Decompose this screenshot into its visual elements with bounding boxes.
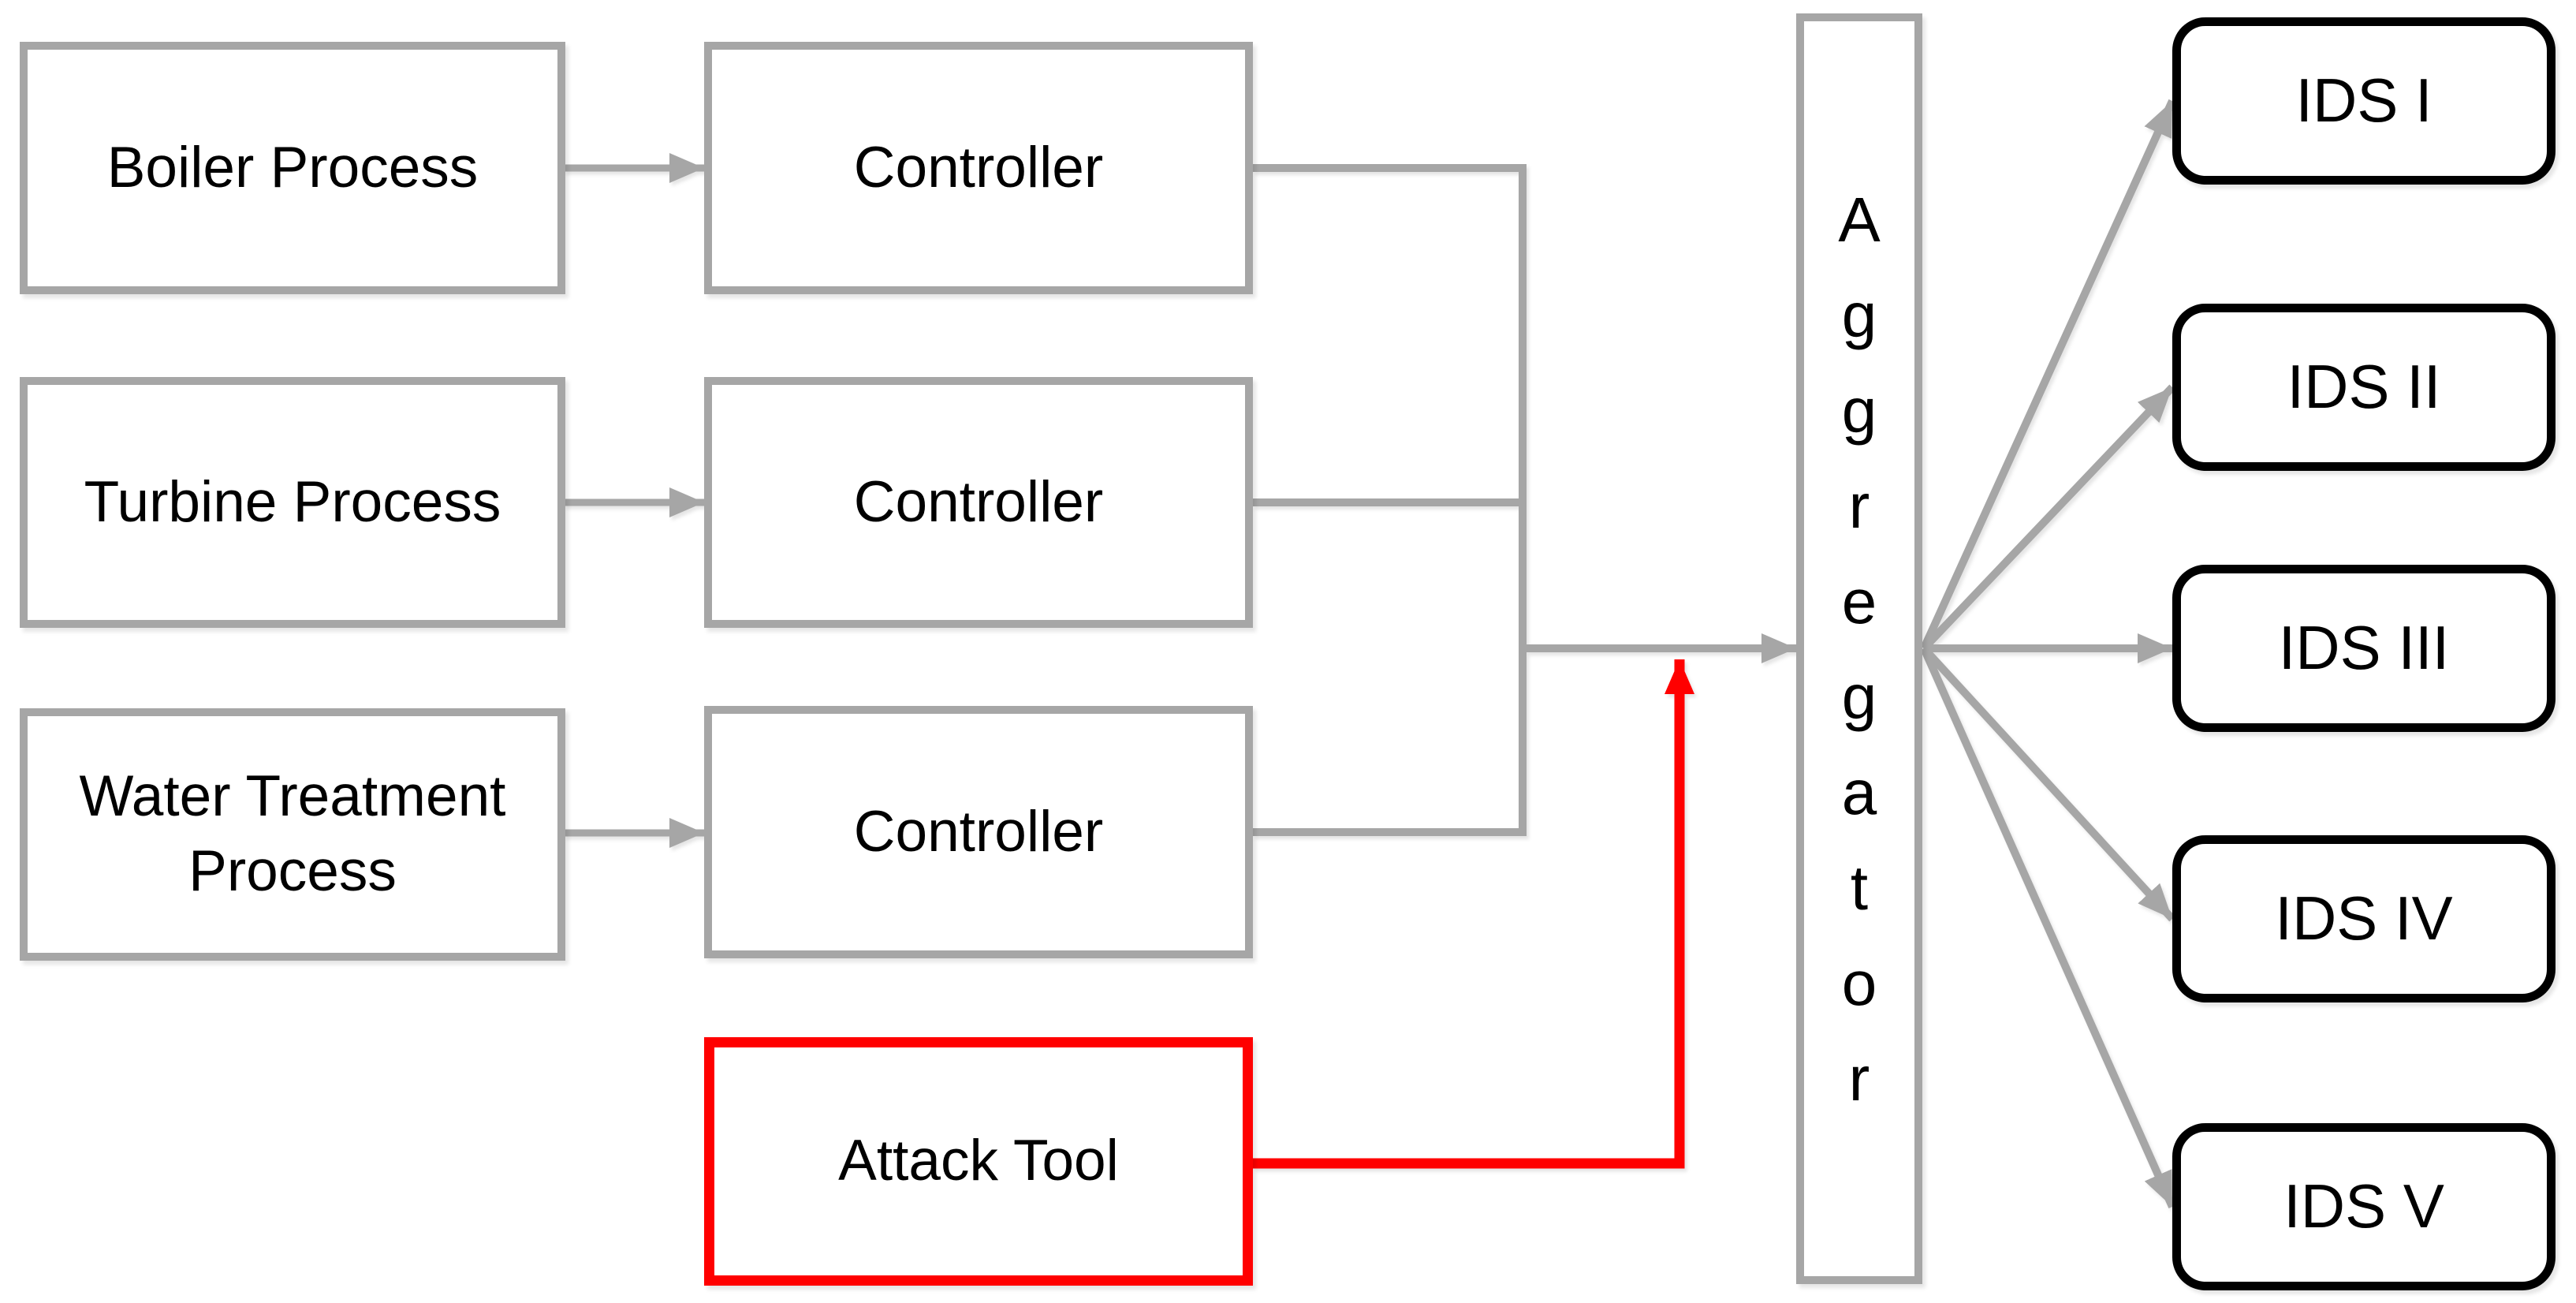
arrow-attack-injection — [1253, 659, 1694, 1169]
turbine-process-label: Turbine Process — [84, 469, 501, 534]
arrow-aggregator-to-ids4 — [1921, 645, 2175, 922]
controller-2-label: Controller — [853, 469, 1104, 534]
node-turbine-process: Turbine Process — [20, 377, 565, 628]
arrow-aggregator-to-ids2 — [1921, 384, 2175, 652]
node-boiler-process: Boiler Process — [20, 42, 565, 294]
node-ids-4: IDS IV — [2172, 835, 2555, 1002]
ids-2-label: IDS II — [2287, 352, 2441, 422]
ids-4-label: IDS IV — [2275, 883, 2453, 954]
ids-3-label: IDS III — [2278, 613, 2450, 683]
boiler-process-label: Boiler Process — [106, 135, 479, 200]
node-water-treatment-process: Water Treatment Process — [20, 708, 565, 961]
node-controller-3: Controller — [704, 706, 1253, 958]
water-treatment-process-label: Water Treatment Process — [79, 764, 506, 903]
node-ids-1: IDS I — [2172, 17, 2555, 185]
arrow-aggregator-to-ids1 — [1920, 99, 2176, 651]
arrow-aggregator-to-ids5 — [1920, 646, 2176, 1209]
ids-5-label: IDS V — [2283, 1171, 2444, 1241]
controller-3-label: Controller — [853, 799, 1104, 864]
node-controller-1: Controller — [704, 42, 1253, 294]
node-ids-2: IDS II — [2172, 304, 2555, 471]
ids-1-label: IDS I — [2295, 65, 2432, 136]
controller-1-label: Controller — [853, 135, 1104, 200]
node-attack-tool: Attack Tool — [704, 1037, 1253, 1286]
attack-tool-label: Attack Tool — [838, 1129, 1119, 1193]
node-ids-5: IDS V — [2172, 1123, 2555, 1290]
node-ids-3: IDS III — [2172, 565, 2555, 732]
node-controller-2: Controller — [704, 377, 1253, 628]
